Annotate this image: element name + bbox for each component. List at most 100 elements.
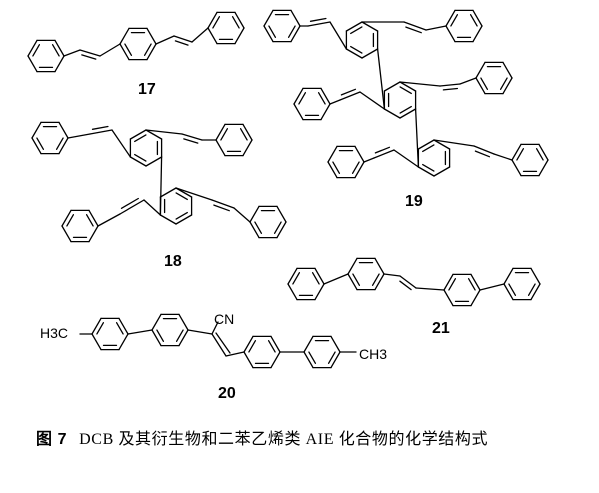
ring-double-bond xyxy=(175,211,188,220)
ring-bond xyxy=(530,267,541,285)
ring-bond xyxy=(243,351,254,369)
ring-bond xyxy=(330,335,341,353)
vinyl-bond xyxy=(191,27,209,43)
ring-double-bond xyxy=(480,77,489,90)
figure-number: 图 7 xyxy=(36,431,68,448)
vinyl-double-bond xyxy=(81,54,97,60)
molecule-20-bonds xyxy=(79,313,357,369)
vinyl-double-bond xyxy=(473,145,495,155)
ring-double-bond xyxy=(499,77,508,90)
ring-bond xyxy=(54,39,65,57)
compound-label-18: 18 xyxy=(164,253,182,270)
molecule-18-bonds xyxy=(31,121,287,243)
ring-bond xyxy=(399,108,417,119)
ring-bond xyxy=(118,333,129,351)
ring-double-bond xyxy=(51,44,60,57)
vinyl-bond xyxy=(63,49,81,57)
ring-double-bond xyxy=(308,351,317,364)
ring-double-bond xyxy=(350,26,363,35)
ring-bond xyxy=(178,329,189,347)
ring-double-bond xyxy=(248,340,257,353)
biaryl-bond xyxy=(323,273,349,285)
ring-double-bond xyxy=(287,25,296,38)
ring-bond xyxy=(178,313,189,331)
ring-double-bond xyxy=(175,329,184,342)
ring-bond xyxy=(276,205,287,223)
ring-bond xyxy=(287,267,298,285)
ring-bond xyxy=(511,159,522,177)
structure-21: 21 xyxy=(287,257,541,337)
ring-bond xyxy=(320,103,331,121)
ring-bond xyxy=(263,25,274,43)
ring-double-bond xyxy=(469,14,478,27)
vinyl-double-bond xyxy=(374,146,391,154)
ring-bond xyxy=(249,205,260,223)
ring-bond xyxy=(146,27,157,45)
vinyl-double-bond xyxy=(307,21,331,27)
ring-bond xyxy=(88,209,99,227)
vinyl-bond xyxy=(425,25,447,31)
biaryl-bond xyxy=(376,48,386,110)
ring-bond xyxy=(290,9,301,27)
vinyl-double-bond xyxy=(183,138,199,144)
ring-double-bond xyxy=(55,137,64,150)
vinyl-double-bond xyxy=(213,204,230,212)
ring-bond xyxy=(327,145,338,163)
ring-double-bond xyxy=(96,322,105,335)
ring-double-bond xyxy=(254,221,263,234)
vinyl-bond xyxy=(155,35,175,45)
ring-double-bond xyxy=(317,92,326,105)
ring-double-bond xyxy=(516,148,525,161)
methyl-group-right-label: CH3 xyxy=(359,346,387,362)
vinyl-double-bond xyxy=(339,91,361,101)
ring-bond xyxy=(303,351,314,369)
ring-bond xyxy=(215,123,226,141)
vinyl-bond xyxy=(493,153,513,161)
ring-bond xyxy=(234,27,245,45)
ring-double-bond xyxy=(535,148,544,161)
ring-double-bond xyxy=(298,92,307,105)
ring-double-bond xyxy=(350,45,363,54)
ring-bond xyxy=(314,283,325,301)
ring-bond xyxy=(31,121,42,139)
ring-bond xyxy=(445,25,456,43)
ring-bond xyxy=(159,187,177,198)
ring-bond xyxy=(354,161,365,179)
ring-bond xyxy=(417,139,435,150)
ring-bond xyxy=(530,283,541,301)
ring-bond xyxy=(361,21,379,32)
ring-bond xyxy=(475,61,486,79)
ring-bond xyxy=(383,81,401,92)
ring-bond xyxy=(61,209,72,227)
vinyl-bond xyxy=(415,287,445,291)
ring-bond xyxy=(399,81,417,92)
molecule-17-bonds xyxy=(27,11,245,73)
ring-double-bond xyxy=(134,134,147,143)
ring-double-bond xyxy=(508,283,517,296)
ring-bond xyxy=(320,87,331,105)
ring-bond xyxy=(383,108,401,119)
ring-bond xyxy=(290,25,301,43)
vinyl-double-bond xyxy=(405,26,422,34)
ring-double-bond xyxy=(134,153,147,162)
ring-double-bond xyxy=(231,16,240,29)
ring-double-bond xyxy=(399,105,412,114)
vinyl-double-bond xyxy=(211,333,227,357)
ring-double-bond xyxy=(85,214,94,227)
ring-double-bond xyxy=(156,329,165,342)
vinyl-double-bond xyxy=(340,88,357,96)
ring-double-bond xyxy=(267,340,276,353)
ring-double-bond xyxy=(66,214,75,227)
vinyl-double-bond xyxy=(89,129,113,135)
ring-bond xyxy=(303,335,314,353)
ring-bond xyxy=(27,55,38,73)
ring-double-bond xyxy=(220,128,229,141)
ring-double-bond xyxy=(32,44,41,57)
ring-bond xyxy=(119,43,130,61)
ring-bond xyxy=(129,156,147,167)
ring-bond xyxy=(129,129,147,140)
molecule-19-bonds xyxy=(263,9,549,179)
structure-20: CN H3C CH3 20 xyxy=(40,311,387,402)
ring-double-bond xyxy=(352,273,361,286)
